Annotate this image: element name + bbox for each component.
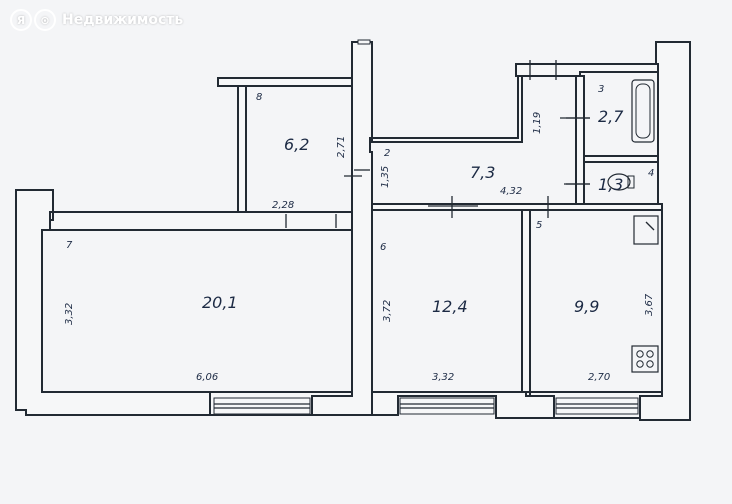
dimension-labels: 3,32 6,06 2,71 2,28 1,35 4,32 1,19 3,72 … bbox=[64, 112, 655, 383]
window-room6 bbox=[399, 397, 495, 415]
wall-room6-room5 bbox=[521, 209, 531, 393]
dimension-label: 2,28 bbox=[272, 200, 294, 211]
room-number: 5 bbox=[536, 220, 542, 231]
walls bbox=[15, 41, 691, 421]
wall-hall-top bbox=[371, 69, 523, 143]
toilet-icon bbox=[607, 173, 631, 191]
fixtures bbox=[607, 79, 659, 373]
room-number: 2 bbox=[384, 148, 390, 159]
room-number: 8 bbox=[256, 92, 262, 103]
dimension-label: 3,67 bbox=[644, 293, 655, 316]
stove-icon bbox=[631, 345, 659, 373]
dimension-label: 1,35 bbox=[380, 166, 391, 188]
room-area: 2,7 bbox=[598, 107, 624, 126]
room-area: 6,2 bbox=[284, 135, 309, 154]
window-room5 bbox=[555, 397, 639, 415]
room-number: 6 bbox=[380, 242, 386, 253]
wall-room8-top bbox=[217, 77, 353, 87]
toilet-tank bbox=[627, 175, 635, 189]
wall-top-right bbox=[515, 63, 659, 77]
bathtub-inner bbox=[635, 83, 651, 139]
dimension-label: 3,72 bbox=[382, 300, 393, 322]
sink-icon bbox=[633, 215, 659, 245]
stove-burner bbox=[646, 360, 654, 368]
stove-burner bbox=[636, 360, 644, 368]
wall-bathroom-left bbox=[575, 75, 585, 205]
watermark-logo-circle: ⊙ bbox=[34, 9, 56, 31]
watermark-logo-circle: Я bbox=[10, 9, 32, 31]
room-area: 1,3 bbox=[598, 175, 623, 194]
wall-right-outer bbox=[639, 41, 691, 421]
dimension-label: 1,19 bbox=[532, 112, 543, 134]
wall-hall-bottom bbox=[371, 203, 663, 211]
room-area: 12,4 bbox=[432, 297, 468, 316]
watermark-logo: Я ⊙ bbox=[10, 9, 56, 31]
dimension-label: 4,32 bbox=[500, 186, 522, 197]
wall-room7-top bbox=[49, 211, 353, 231]
room-number: 4 bbox=[648, 168, 654, 179]
windows bbox=[213, 39, 639, 415]
window-room7 bbox=[213, 397, 311, 415]
room-numbers: 7 8 2 3 4 6 5 bbox=[66, 84, 654, 253]
sink-tap bbox=[645, 221, 655, 231]
wall-bottom-mid bbox=[371, 391, 555, 419]
dimension-label: 3,32 bbox=[432, 372, 454, 383]
bathtub-icon bbox=[631, 79, 655, 143]
dimension-label: 6,06 bbox=[196, 372, 218, 383]
room-area: 20,1 bbox=[202, 293, 238, 312]
room-number: 7 bbox=[66, 240, 73, 251]
watermark: Я ⊙ Недвижимость bbox=[10, 7, 183, 33]
dimension-label: 2,71 bbox=[336, 136, 347, 158]
room-areas: 20,1 6,2 7,3 2,7 1,3 12,4 9,9 bbox=[202, 107, 624, 316]
room-area: 9,9 bbox=[574, 297, 599, 316]
wall-bath-wc bbox=[583, 155, 659, 163]
room-area: 7,3 bbox=[470, 163, 495, 182]
room-number: 3 bbox=[598, 84, 604, 95]
watermark-text: Недвижимость bbox=[62, 12, 184, 28]
window-top bbox=[357, 39, 371, 45]
dimension-label: 2,70 bbox=[588, 372, 610, 383]
stove-burner bbox=[636, 350, 644, 358]
wall-room8-left bbox=[237, 85, 247, 213]
dimension-ticks bbox=[344, 117, 590, 207]
stove-burner bbox=[646, 350, 654, 358]
dimension-label: 3,32 bbox=[64, 303, 75, 325]
